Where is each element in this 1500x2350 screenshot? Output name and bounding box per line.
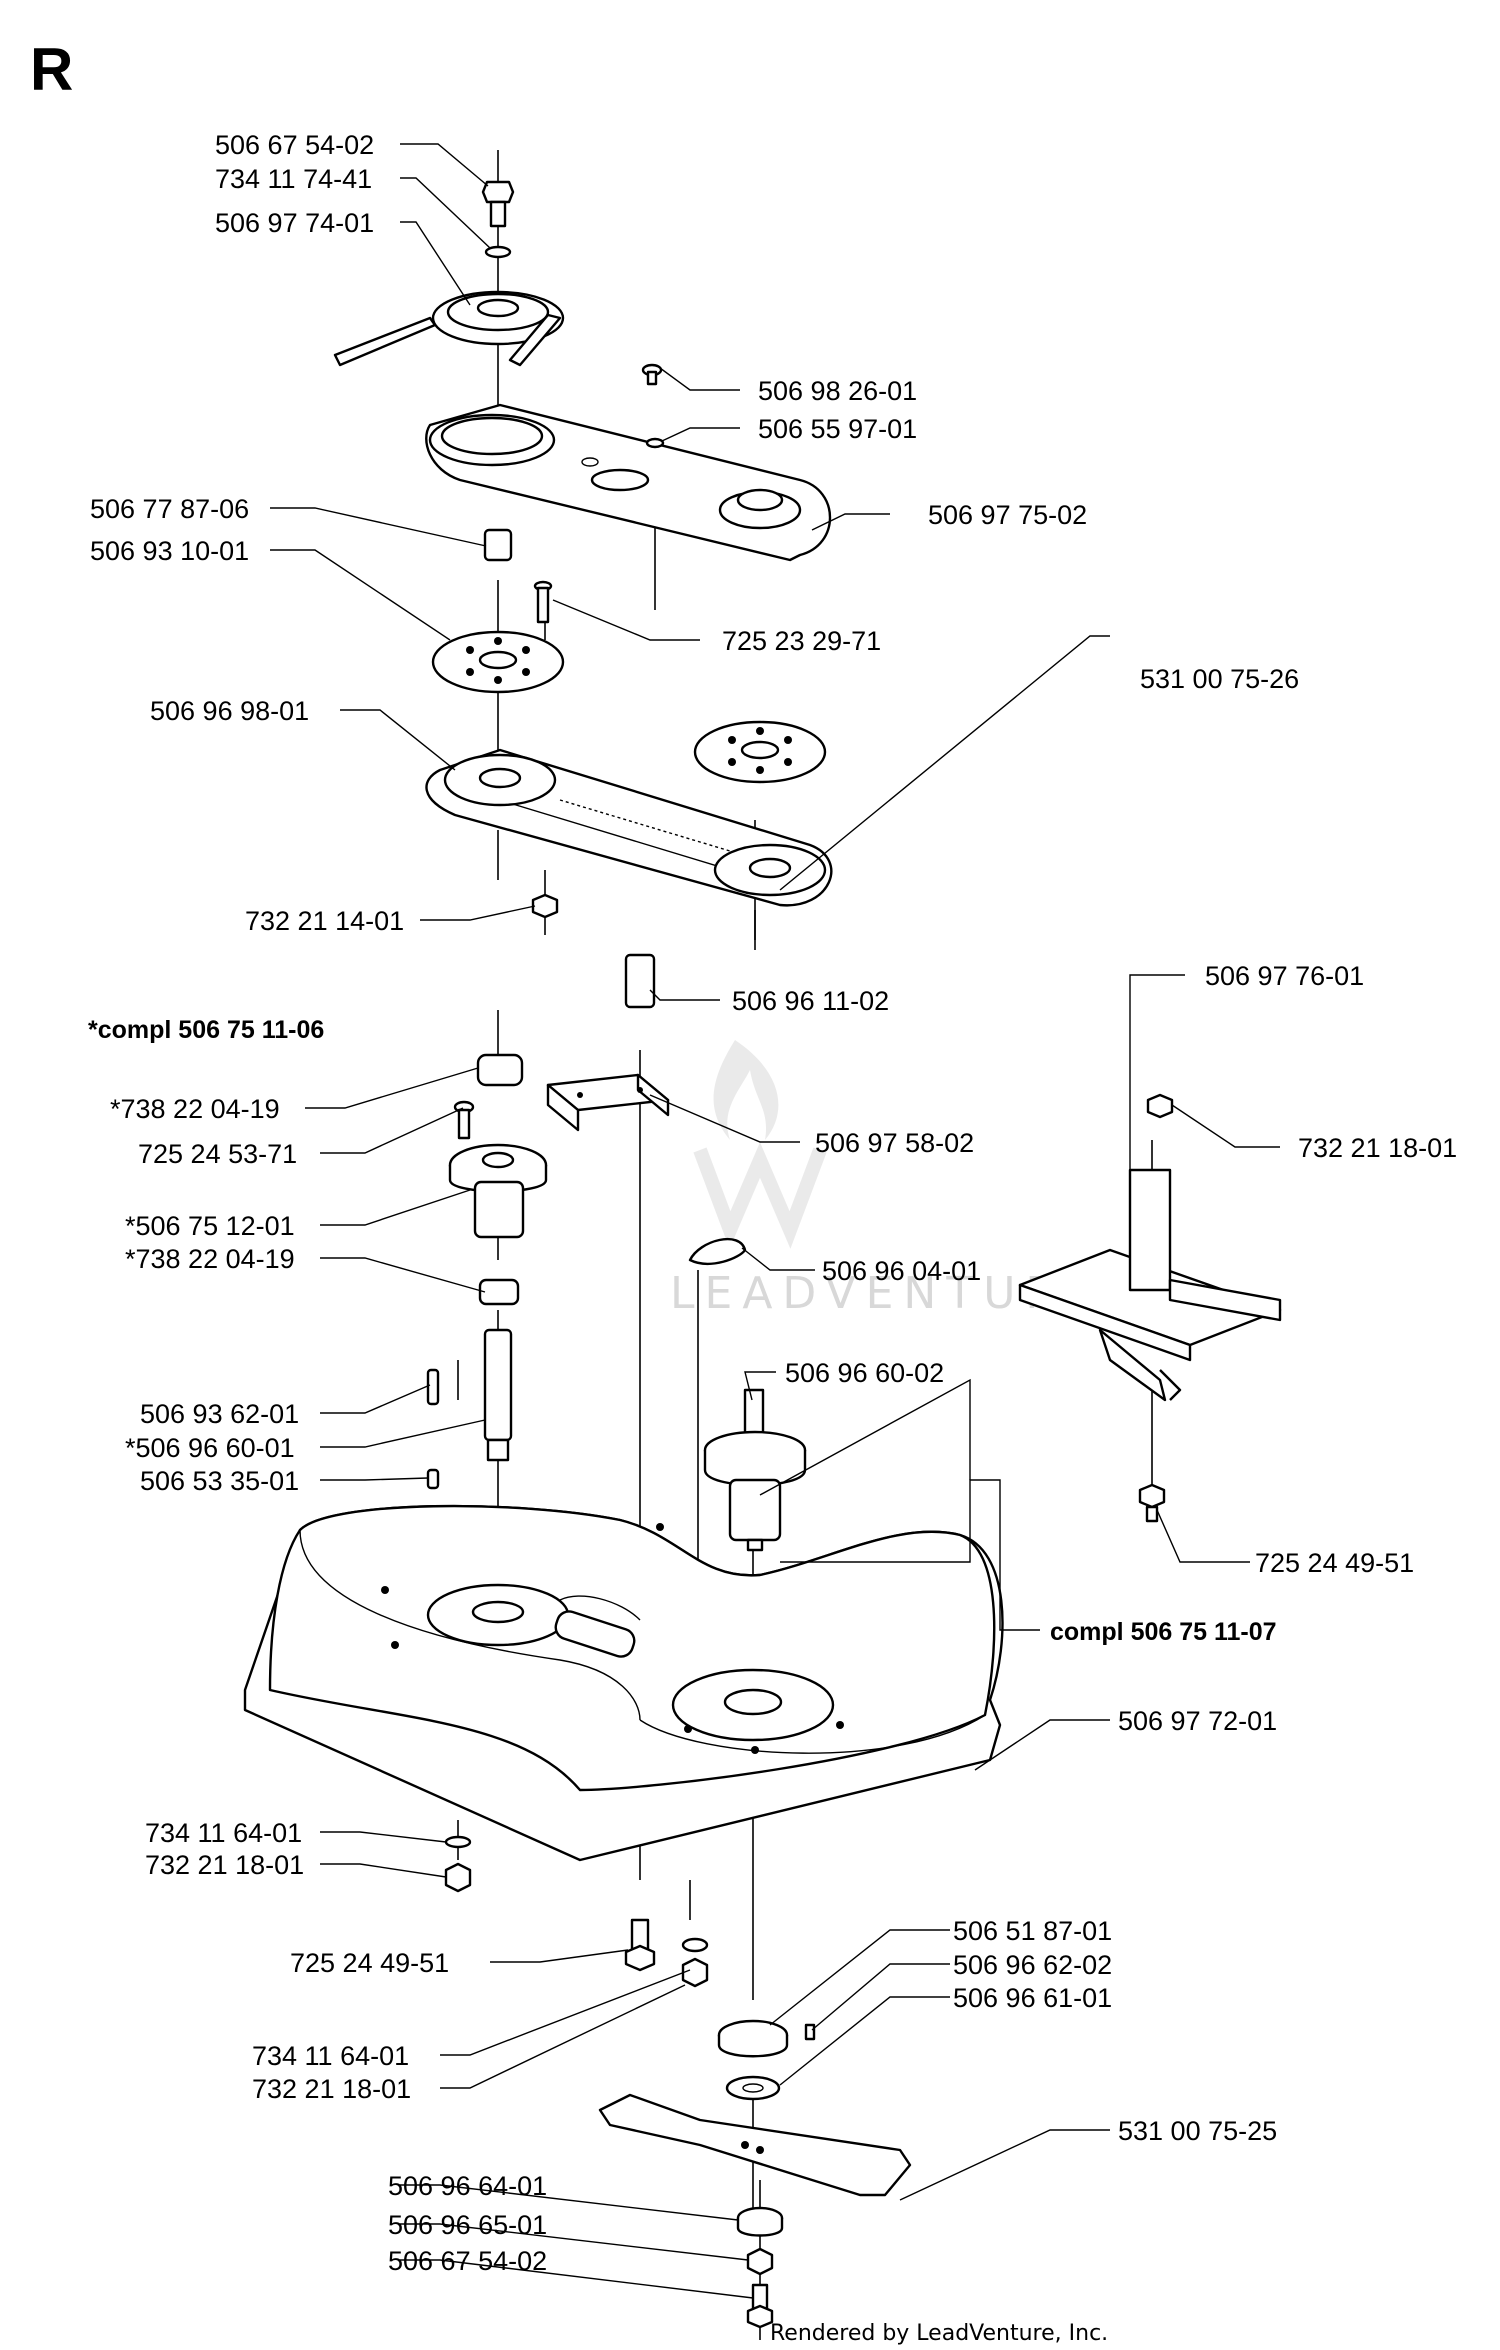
leader-lines — [270, 143, 1280, 2299]
part-label: 506 97 72-01 — [1118, 1706, 1277, 1736]
part-label: *738 22 04-19 — [125, 1244, 295, 1274]
part-label: *506 96 60-01 — [125, 1433, 295, 1463]
gear-plate-left — [431, 630, 565, 694]
part-label: 506 96 65-01 — [388, 2210, 547, 2240]
part-label: 506 97 75-02 — [928, 500, 1087, 530]
part-label: 506 53 35-01 — [140, 1466, 299, 1496]
part-label: 725 24 49-51 — [1255, 1548, 1414, 1578]
footer-credit: Rendered by LeadVenture, Inc. — [770, 2321, 1108, 2346]
toothed-belt — [425, 748, 833, 907]
part-label: 734 11 74-41 — [215, 164, 372, 194]
part-label: 732 21 18-01 — [1298, 1133, 1457, 1163]
bolt-under-deck — [624, 1918, 656, 1972]
watermark-logo — [693, 1040, 827, 1249]
screw-cover — [641, 363, 665, 449]
clip — [688, 1237, 747, 1265]
part-label: 734 11 64-01 — [145, 1818, 302, 1848]
pulley-top — [333, 290, 565, 367]
part-label: *compl 506 75 11-06 — [88, 1016, 324, 1044]
blade-hardware — [736, 2206, 784, 2329]
part-label: 506 55 97-01 — [758, 414, 917, 444]
bushing-lower — [478, 1278, 520, 1306]
nut-washer-center — [681, 1937, 709, 1988]
bearing-housing — [448, 1143, 548, 1239]
part-label: 725 23 29-71 — [722, 626, 881, 656]
part-label: 506 96 11-02 — [732, 986, 889, 1016]
part-label: 732 21 18-01 — [252, 2074, 411, 2104]
bolt-top — [481, 180, 515, 259]
part-label: 506 96 60-02 — [785, 1358, 944, 1388]
bushing-upper — [476, 1053, 524, 1087]
part-label: 506 67 54-02 — [215, 130, 374, 160]
part-label: 725 24 49-51 — [290, 1948, 449, 1978]
part-label: 506 96 61-01 — [953, 1983, 1112, 2013]
part-label: 506 51 87-01 — [953, 1916, 1112, 1946]
bolt-bracket — [1138, 1483, 1166, 1523]
part-label: 506 96 64-01 — [388, 2171, 547, 2201]
part-label: 506 93 10-01 — [90, 536, 249, 566]
part-label: 506 97 76-01 — [1205, 961, 1364, 991]
spindle-assembly — [703, 1388, 807, 1552]
gear-plate-right — [693, 720, 827, 784]
belt-cover — [425, 403, 832, 562]
part-labels: 506 67 54-02 734 11 74-41 506 97 74-01 5… — [88, 130, 1457, 2276]
nut-washer-left — [444, 1835, 472, 1893]
part-label: 506 96 98-01 — [150, 696, 309, 726]
spacer-tall — [624, 953, 656, 1009]
spacer-top — [483, 528, 513, 562]
part-label: 506 93 62-01 — [140, 1399, 299, 1429]
part-label: 734 11 64-01 — [252, 2041, 409, 2071]
part-label: 506 97 74-01 — [215, 208, 374, 238]
part-label: 506 96 62-02 — [953, 1950, 1112, 1980]
nut-small — [531, 893, 559, 919]
bracket-assembly — [1018, 1093, 1282, 1402]
part-label: 531 00 75-25 — [1118, 2116, 1277, 2146]
screw-bearing — [453, 1100, 475, 1140]
bracket-plate — [546, 1073, 670, 1132]
blade — [598, 2093, 912, 2197]
part-label: 732 21 14-01 — [245, 906, 404, 936]
section-letter: R — [30, 36, 73, 103]
part-label: 506 97 58-02 — [815, 1128, 974, 1158]
part-label: compl 506 75 11-07 — [1050, 1618, 1277, 1646]
cutting-deck — [243, 1504, 1004, 1862]
part-label: 531 00 75-26 — [1140, 664, 1299, 694]
part-label: 506 67 54-02 — [388, 2246, 547, 2276]
part-label: 732 21 18-01 — [145, 1850, 304, 1880]
part-label: *738 22 04-19 — [110, 1094, 280, 1124]
part-label: 506 96 04-01 — [822, 1256, 981, 1286]
part-label: 506 98 26-01 — [758, 376, 917, 406]
part-label: *506 75 12-01 — [125, 1211, 295, 1241]
spindle-washer — [717, 2019, 816, 2101]
spindle-shaft — [426, 1328, 513, 1490]
part-label: 506 77 87-06 — [90, 494, 249, 524]
screw-pin — [533, 580, 553, 624]
part-label: 725 24 53-71 — [138, 1139, 297, 1169]
